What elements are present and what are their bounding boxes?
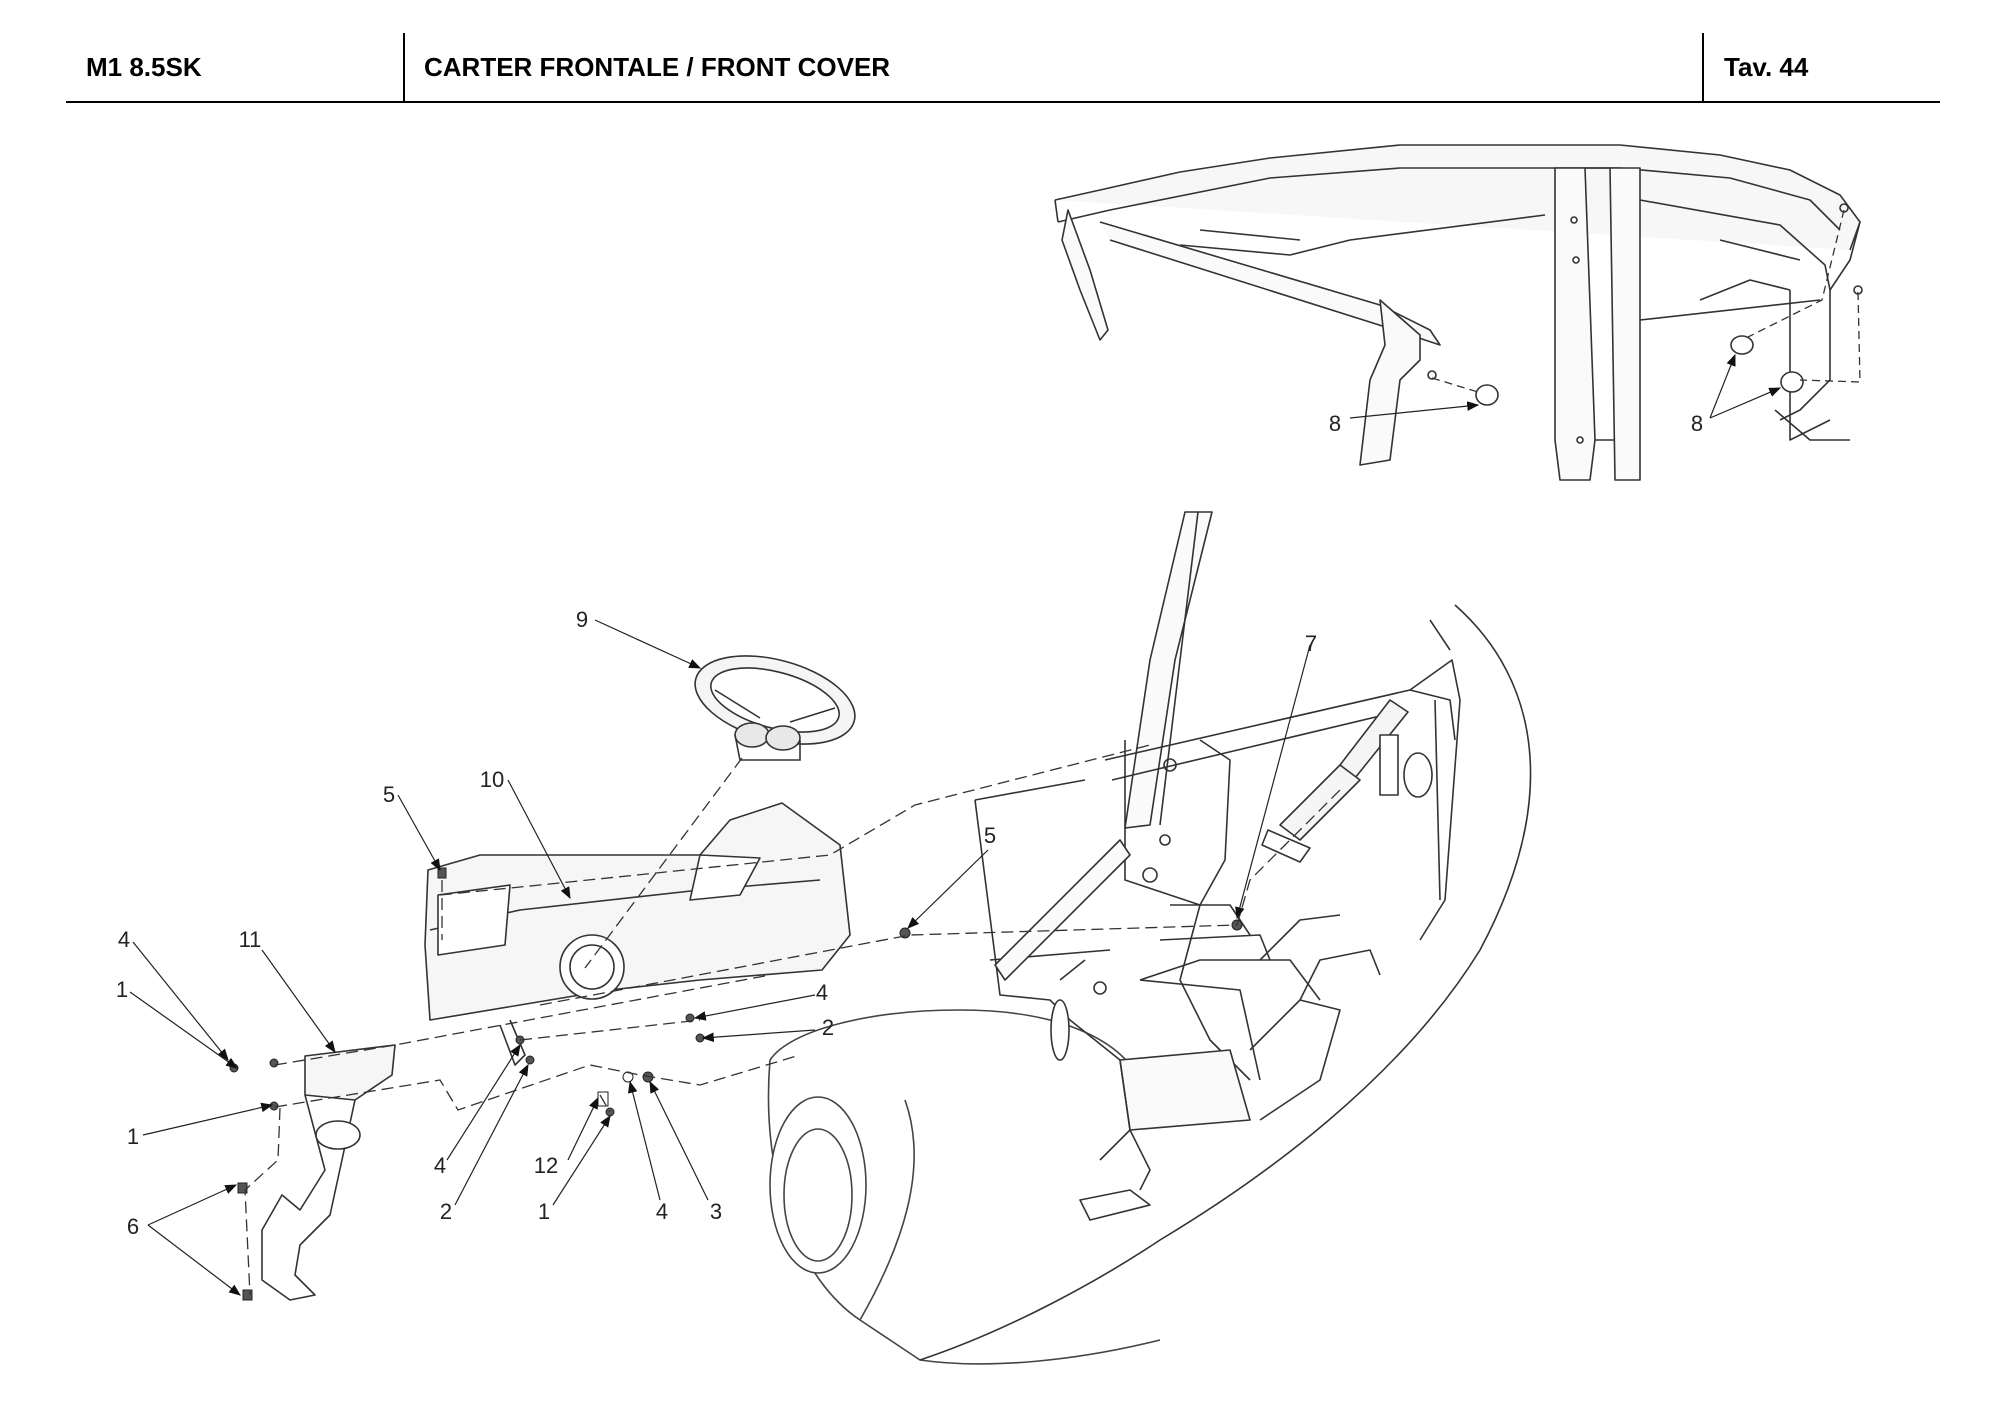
callout-2: 2 bbox=[822, 1015, 834, 1040]
callout-6: 6 bbox=[127, 1214, 139, 1239]
callout-4: 4 bbox=[434, 1153, 446, 1178]
callout-11: 11 bbox=[239, 927, 262, 952]
side-panel bbox=[261, 1044, 396, 1301]
callout-4: 4 bbox=[118, 927, 130, 952]
callout-12: 12 bbox=[534, 1153, 558, 1178]
drawing-title: CARTER FRONTALE / FRONT COVER bbox=[424, 51, 891, 82]
callout-9: 9 bbox=[576, 607, 588, 632]
callout-1: 1 bbox=[116, 977, 128, 1002]
callout-5: 5 bbox=[383, 782, 395, 807]
title-divider bbox=[403, 33, 405, 101]
dashboard-cover bbox=[424, 802, 851, 1066]
callout-8: 8 bbox=[1691, 411, 1703, 436]
steering-wheel bbox=[694, 655, 856, 761]
callout-5: 5 bbox=[984, 823, 996, 848]
callout-4: 4 bbox=[816, 980, 828, 1005]
model-label: M1 8.5SK bbox=[86, 51, 202, 82]
canopy-dash-lines bbox=[1431, 209, 1861, 393]
callout-10: 10 bbox=[480, 767, 504, 792]
canopy-detail bbox=[1054, 144, 1863, 481]
callout-1: 1 bbox=[538, 1199, 550, 1224]
leader-lines bbox=[129, 353, 1782, 1296]
tire bbox=[767, 1009, 1161, 1365]
title-divider bbox=[1702, 33, 1704, 101]
callout-4: 4 bbox=[656, 1199, 668, 1224]
callout-7: 7 bbox=[1305, 631, 1317, 656]
callout-8: 8 bbox=[1329, 411, 1341, 436]
table-number: Tav. 44 bbox=[1724, 51, 1809, 82]
callout-labels: 8 8 9 7 5 10 5 4 11 1 4 2 1 6 4 2 12 1 4… bbox=[116, 411, 1703, 1239]
title-block: M1 8.5SK CARTER FRONTALE / FRONT COVER T… bbox=[66, 33, 1940, 103]
callout-1: 1 bbox=[127, 1124, 139, 1149]
assembly-lines bbox=[244, 744, 1341, 1296]
callout-3: 3 bbox=[710, 1199, 722, 1224]
chassis-frame bbox=[919, 511, 1532, 1361]
callout-2: 2 bbox=[440, 1199, 452, 1224]
